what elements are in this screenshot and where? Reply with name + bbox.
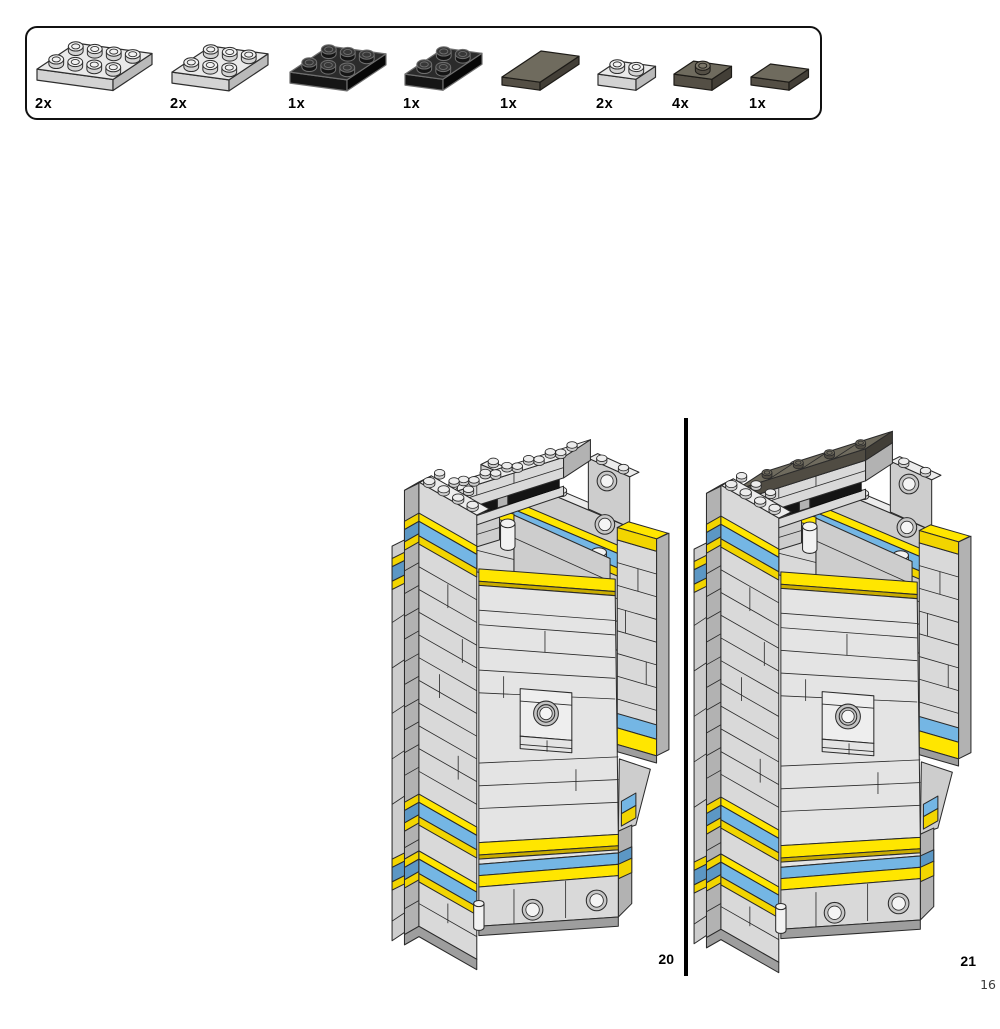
- part-quantity: 2x: [596, 96, 614, 112]
- part-plate-1x2-light-gray: 2x: [596, 50, 659, 112]
- step-20-figure: [390, 403, 702, 1026]
- step-21-figure: [692, 406, 1000, 1029]
- part-quantity: 2x: [35, 96, 53, 112]
- step-number-21: 21: [960, 953, 976, 969]
- part-quantity: 1x: [500, 96, 518, 112]
- step-divider-line: [684, 418, 688, 976]
- part-plate-2x4-light-gray: 2x: [35, 32, 155, 112]
- page-number: 16: [980, 977, 996, 992]
- part-tile-2x2-dark-gray: 1x: [500, 49, 582, 112]
- part-plate-2x2-black: 1x: [403, 37, 485, 112]
- step-number-20: 20: [658, 951, 674, 967]
- part-quantity: 1x: [288, 96, 306, 112]
- part-jumper-plate-1x2-dark: 4x: [672, 50, 735, 112]
- parts-list-box: 2x 2x 1x 1x 1x 2x 4x 1x: [25, 26, 822, 120]
- part-quantity: 4x: [672, 96, 690, 112]
- part-plate-2x3-black: 1x: [288, 35, 389, 112]
- part-tile-1x2-dark-gray: 1x: [749, 62, 812, 112]
- part-plate-2x3-light-gray: 2x: [170, 35, 271, 112]
- part-quantity: 2x: [170, 96, 188, 112]
- part-quantity: 1x: [403, 96, 421, 112]
- part-quantity: 1x: [749, 96, 767, 112]
